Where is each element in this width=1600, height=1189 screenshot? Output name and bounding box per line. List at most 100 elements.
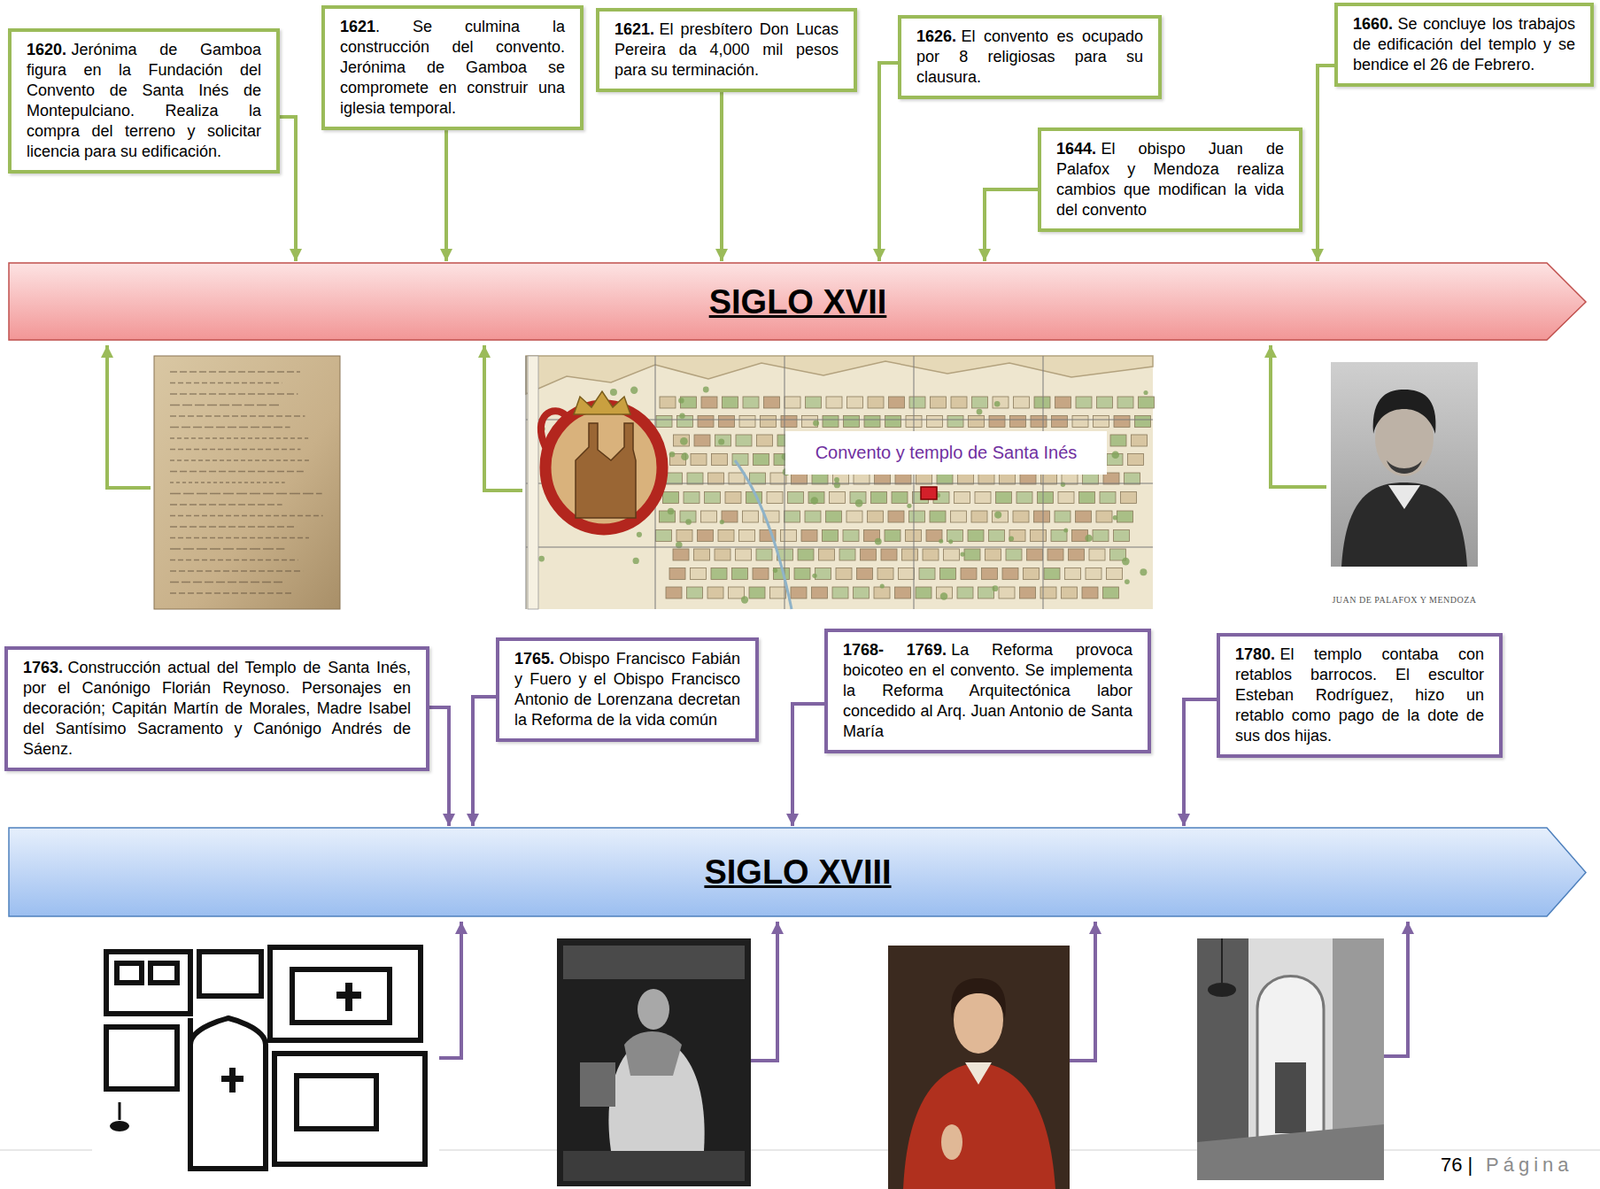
map-block bbox=[1058, 492, 1075, 504]
map-tree bbox=[719, 519, 725, 525]
timeline-arrow bbox=[792, 703, 825, 827]
map-block bbox=[1092, 530, 1109, 542]
event-box: 1621. Se culmina la construcción del con… bbox=[321, 5, 584, 131]
map-block bbox=[1043, 568, 1060, 580]
map-block bbox=[1082, 587, 1098, 599]
map-block bbox=[1054, 510, 1071, 523]
event-year: 1768- 1769. bbox=[842, 641, 947, 659]
map-tree bbox=[1143, 390, 1148, 395]
map-block bbox=[711, 454, 728, 466]
chandelier bbox=[1207, 982, 1237, 998]
map-block bbox=[909, 396, 926, 409]
map-tree bbox=[678, 397, 684, 403]
leader-line bbox=[107, 345, 151, 488]
map-block bbox=[708, 472, 725, 485]
map-block bbox=[839, 548, 856, 561]
map-tree bbox=[994, 401, 1001, 408]
manuscript-line bbox=[170, 570, 303, 572]
map-block bbox=[1093, 416, 1110, 428]
manuscript-line bbox=[170, 581, 284, 583]
map-block bbox=[996, 492, 1013, 504]
map-scale bbox=[527, 355, 539, 610]
event-year: 1621. bbox=[614, 20, 655, 39]
map-block bbox=[922, 548, 939, 561]
map-tree bbox=[1008, 536, 1014, 542]
map-block bbox=[871, 492, 888, 504]
map-block bbox=[1103, 587, 1120, 599]
portrait-inscription bbox=[563, 1151, 745, 1182]
map-block bbox=[663, 492, 680, 504]
map-block bbox=[666, 472, 683, 485]
map-block bbox=[1027, 548, 1044, 561]
map-block bbox=[672, 548, 689, 561]
map-tree bbox=[940, 592, 948, 600]
map-block bbox=[1075, 510, 1092, 523]
map-block bbox=[1023, 568, 1040, 580]
map-block bbox=[857, 568, 874, 580]
map-block bbox=[1099, 492, 1116, 504]
interior-pews bbox=[1197, 1124, 1384, 1181]
event-year: 1626. bbox=[916, 27, 957, 46]
timeline-arrow bbox=[879, 62, 898, 262]
chandelier bbox=[1221, 938, 1223, 983]
map-block bbox=[805, 396, 822, 409]
map-block bbox=[1061, 587, 1078, 599]
map-block bbox=[790, 587, 807, 599]
event-box: 1768- 1769.La Reforma provoca boicoteo e… bbox=[824, 628, 1152, 754]
map-block bbox=[873, 587, 890, 599]
map-tree bbox=[959, 551, 965, 557]
map-block bbox=[940, 568, 957, 580]
map-block bbox=[1120, 492, 1137, 504]
map-tree bbox=[630, 386, 638, 395]
map-block bbox=[822, 530, 839, 542]
map-block bbox=[950, 396, 967, 409]
map-block bbox=[881, 548, 897, 561]
plan-marker bbox=[118, 1102, 122, 1121]
cross-symbol bbox=[336, 982, 362, 1012]
event-text: Jerónima de Gamboa figura en la Fundació… bbox=[26, 40, 262, 161]
map-block bbox=[1030, 530, 1047, 542]
map-tree bbox=[994, 511, 1002, 519]
map-block bbox=[1117, 396, 1134, 409]
portrait-hair bbox=[950, 978, 1006, 1019]
event-paragraph: 1763.Construcción actual del Templo de S… bbox=[23, 657, 411, 760]
timeline-arrow bbox=[279, 116, 296, 262]
map-tree bbox=[834, 481, 841, 488]
map-block bbox=[853, 587, 870, 599]
map-tree bbox=[948, 539, 953, 544]
leader-line bbox=[750, 921, 778, 1061]
portrait-table bbox=[579, 1062, 616, 1107]
map-block bbox=[960, 568, 977, 580]
map-block bbox=[902, 548, 919, 561]
map-tree bbox=[1139, 568, 1147, 576]
map-block bbox=[732, 568, 749, 580]
manuscript-line bbox=[170, 525, 297, 527]
map-block bbox=[715, 434, 732, 447]
map-block bbox=[1079, 492, 1096, 504]
map-block bbox=[1012, 510, 1029, 523]
map-grid bbox=[525, 547, 1153, 549]
portrait-robe bbox=[903, 1062, 1056, 1189]
map-tree bbox=[834, 477, 840, 483]
map-block bbox=[701, 396, 718, 409]
event-box: 1763.Construcción actual del Templo de S… bbox=[4, 646, 430, 772]
map-block bbox=[826, 396, 843, 409]
map-tree bbox=[992, 585, 999, 592]
map-block bbox=[1110, 434, 1127, 447]
map-block bbox=[1096, 510, 1113, 523]
map-block bbox=[728, 587, 745, 599]
map-tree bbox=[636, 532, 642, 538]
map-block bbox=[1075, 396, 1092, 409]
map-block bbox=[804, 510, 821, 523]
map-block bbox=[927, 416, 943, 428]
map-block bbox=[656, 530, 673, 542]
map-block bbox=[826, 510, 843, 523]
map-block bbox=[885, 416, 902, 428]
event-paragraph: 1626.El convento es ocupado por 8 religi… bbox=[916, 26, 1144, 88]
map-block bbox=[843, 416, 860, 428]
timeline-arrow bbox=[984, 189, 1038, 262]
map-block bbox=[794, 568, 811, 580]
map-block bbox=[992, 510, 1009, 523]
